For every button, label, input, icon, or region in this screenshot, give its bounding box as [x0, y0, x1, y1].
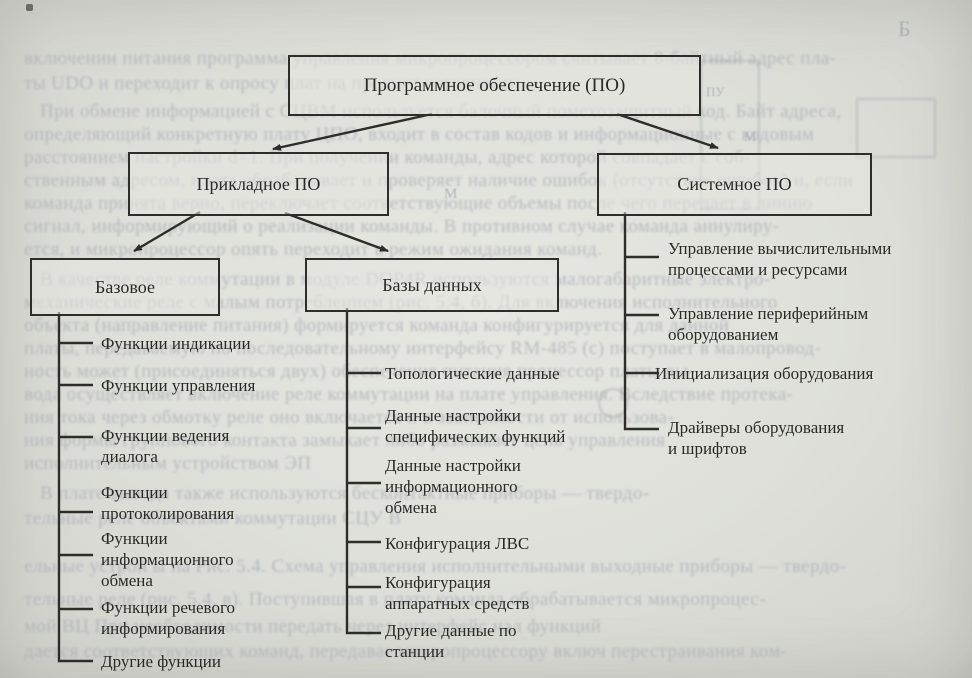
bleed-text-line: ность может (присоединяться двух) обеспе… [24, 361, 695, 382]
bleed-text-line: ется, и микропроцессор опять переходит в… [24, 239, 603, 260]
system-item-drivers: Драйверы оборудования и шрифтов [668, 418, 845, 458]
bleed-mark: М [744, 130, 757, 145]
arrow-root-to-applied [272, 112, 433, 151]
bleed-text-line: тельные реле (рис. 5.4, в). Поступившая … [24, 589, 766, 610]
base-item-voice: Функции речевого информирования [101, 598, 236, 638]
base-item-other: Другие функции [101, 652, 221, 671]
db-item-hw-config: Конфигурация аппаратных средств [385, 573, 530, 613]
arrow-applied-to-base [133, 210, 201, 253]
db-item-other-station: Другие данные по станции [385, 621, 517, 661]
bleed-text-line: платы, передаваемую по последовательному… [24, 338, 822, 359]
system-item-processes: Управление вычислительными процессами и … [668, 239, 892, 279]
node-applied-software: Прикладное ПО [128, 152, 389, 216]
node-databases: Базы данных [305, 258, 559, 312]
bleed-text-line: дается соответствующих команд, передавае… [24, 641, 788, 662]
system-trunk [623, 212, 659, 431]
system-item-init: Инициализация оборудования [655, 364, 874, 383]
node-base: Базовое [30, 258, 220, 316]
bleed-mark [598, 388, 628, 418]
db-item-info-exchange: Данные настройки информационного обмена [385, 456, 521, 517]
bleed-text-line: ельные устрой ы на Рис. 5.4. Схема управ… [24, 556, 847, 577]
base-item-control: Функции управления [101, 376, 256, 395]
bleed-text-line: объекта (направление питания) формируетс… [24, 315, 730, 336]
bleed-text-line: тельные реле объектами коммутации СЦУ В [24, 508, 402, 529]
bleed-text-line: В плате вывода также используются бескон… [40, 483, 650, 504]
system-item-peripheral: Управление периферийным оборудованием [668, 304, 869, 344]
bleed-text-line: ния тока через обмотку реле оно включает… [24, 407, 675, 428]
bleed-text-line: мой ВЦ При необходимости передать через … [24, 616, 602, 637]
db-item-topology: Топологические данные [385, 364, 560, 383]
bleed-mark: М [444, 186, 458, 202]
base-trunk [57, 312, 93, 663]
base-item-info-exchange: Функции информационного обмена [101, 529, 234, 590]
bleed-mark: Б [898, 16, 911, 41]
base-item-dialog: Функции ведения диалога [101, 426, 230, 466]
bleed-text-line: ния формы группового контакта замыкает л… [24, 430, 666, 451]
node-system-software: Системное ПО [597, 153, 872, 216]
bleed-text-line: исполнительным устройством ЭП [24, 453, 312, 474]
node-software: Программное обеспечение (ПО) [288, 55, 701, 116]
db-item-specific: Данные настройки специфических функций [385, 406, 566, 446]
bleed-text-line: сигнал, информирующий о реализации коман… [24, 216, 780, 237]
arrow-root-to-system [616, 112, 719, 150]
databases-trunk [345, 308, 381, 635]
bleed-mark [26, 4, 33, 11]
base-item-logging: Функции протоколирования [101, 483, 235, 523]
arrow-applied-to-databases [284, 211, 389, 253]
bleed-text-line: определяющий конкретную плату ЦПО, входи… [24, 124, 815, 145]
bleed-mark: ПУ [706, 84, 725, 99]
base-item-indication: Функции индикации [101, 334, 251, 353]
db-item-lan-config: Конфигурация ЛВС [385, 534, 530, 553]
bleed-mark [856, 98, 936, 158]
